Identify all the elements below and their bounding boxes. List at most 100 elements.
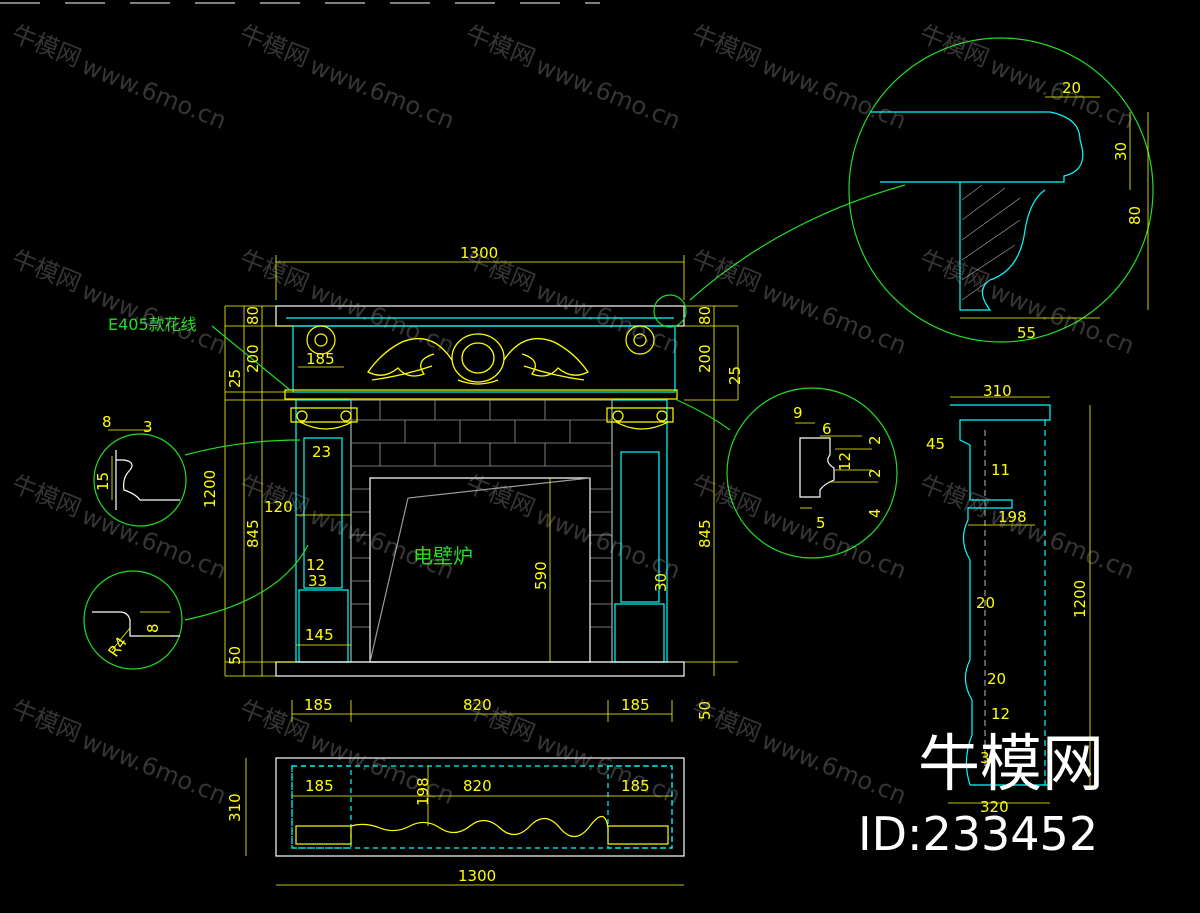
side-elevation xyxy=(950,404,1051,786)
watermark-layer: 牛模网 www.6mo.cn 牛模网 www.6mo.cn 牛模网 www.6m… xyxy=(8,20,1139,810)
plan-dim-center: 820 xyxy=(463,777,492,795)
dim-left-top: 80 xyxy=(244,306,262,325)
detail-mr-2a: 2 xyxy=(866,435,884,445)
dim-bottom-left: 185 xyxy=(304,696,333,714)
front-elevation xyxy=(275,305,685,677)
wm-brand-2: 牛模网 xyxy=(236,20,313,73)
dim-right-lower: 845 xyxy=(696,519,714,548)
dim-capital-23: 23 xyxy=(312,443,331,461)
detail-lb-r4: R4 xyxy=(105,634,131,661)
dim-left-band: 25 xyxy=(226,369,244,388)
right-rosette xyxy=(625,325,655,355)
left-capital xyxy=(290,407,358,430)
side-dim-45: 45 xyxy=(926,435,945,453)
plan-dim-width: 1300 xyxy=(458,867,496,885)
plan-dim-right: 185 xyxy=(621,777,650,795)
wm-brand-4: 牛模网 xyxy=(688,20,765,73)
detail-profile-left-top xyxy=(108,429,180,510)
detail-mr-6: 6 xyxy=(822,420,832,438)
dim-right-frieze: 200 xyxy=(696,344,714,373)
id-label: ID:233452 xyxy=(858,807,1098,861)
detail-mr-12: 12 xyxy=(836,452,854,471)
plan-dim-depth-inner: 198 xyxy=(414,777,432,806)
side-dim-20a: 20 xyxy=(976,594,995,612)
wm-url-11: www.6mo.cn xyxy=(78,502,231,585)
band-molding xyxy=(284,389,678,400)
detail-mr-2b: 2 xyxy=(866,468,884,478)
detail-lt-3: 3 xyxy=(143,418,153,436)
wm-brand-18: 牛模网 xyxy=(462,695,539,748)
dim-right-top: 80 xyxy=(696,306,714,325)
detail-mr-4: 4 xyxy=(866,508,884,518)
side-dim-11: 11 xyxy=(991,461,1010,479)
side-dim-198: 198 xyxy=(998,508,1027,526)
dim-right-30: 30 xyxy=(652,573,670,592)
hearth-base xyxy=(275,661,685,677)
side-profile xyxy=(950,404,1051,786)
detail-circle-mid-right xyxy=(726,387,898,559)
carved-ornament xyxy=(367,333,589,385)
wm-url-5: www.6mo.cn xyxy=(986,52,1139,135)
side-dim-20b: 20 xyxy=(987,670,1006,688)
detail-circle-top-right xyxy=(848,37,1154,343)
detail-tr-55: 55 xyxy=(1017,324,1036,342)
detail-tr-30: 30 xyxy=(1112,142,1130,161)
wm-brand-7: 牛模网 xyxy=(236,245,313,298)
firebox-opening xyxy=(369,477,591,663)
frieze xyxy=(292,325,676,393)
dim-left-lower: 845 xyxy=(244,519,262,548)
detail-lb-8: 8 xyxy=(144,623,162,633)
wm-brand-6: 牛模网 xyxy=(8,245,85,298)
wm-brand-3: 牛模网 xyxy=(462,20,539,73)
dim-pilaster-120: 120 xyxy=(264,498,293,516)
right-capital xyxy=(606,407,674,430)
dim-bottom-right: 185 xyxy=(621,696,650,714)
dim-column-145: 145 xyxy=(305,626,334,644)
wm-url-19: www.6mo.cn xyxy=(758,727,911,810)
wm-brand-16: 牛模网 xyxy=(8,695,85,748)
left-rosette xyxy=(306,325,336,355)
plan-view xyxy=(275,757,685,857)
detail-profile-left-bottom xyxy=(92,611,180,651)
side-dim-3: 3 xyxy=(980,749,990,767)
wm-url-1: www.6mo.cn xyxy=(78,52,231,135)
wm-url-15: www.6mo.cn xyxy=(986,502,1139,585)
wm-brand-17: 牛模网 xyxy=(236,695,313,748)
detail-mr-9: 9 xyxy=(793,404,803,422)
wm-brand-10: 牛模网 xyxy=(916,245,993,298)
dim-left-frieze: 200 xyxy=(244,344,262,373)
detail-profile-top-right xyxy=(870,111,1084,311)
wm-url-3: www.6mo.cn xyxy=(532,52,685,135)
side-dim-bottom-depth: 320 xyxy=(980,798,1009,816)
dim-detail-33: 33 xyxy=(308,572,327,590)
detail-tr-20: 20 xyxy=(1062,79,1081,97)
detail-lt-15: 15 xyxy=(94,472,112,491)
detail-tr-80: 80 xyxy=(1126,206,1144,225)
big-logo: 牛模网 xyxy=(918,727,1104,800)
wm-brand-19: 牛模网 xyxy=(688,695,765,748)
wm-url-14: www.6mo.cn xyxy=(758,502,911,585)
wm-url-17: www.6mo.cn xyxy=(306,727,459,810)
detail-circle-left-top xyxy=(93,433,187,527)
side-dim-top-depth: 310 xyxy=(983,382,1012,400)
side-dim-height: 1200 xyxy=(1071,580,1089,618)
wm-url-9: www.6mo.cn xyxy=(758,277,911,360)
wm-url-18: www.6mo.cn xyxy=(532,727,685,810)
dim-right-base: 50 xyxy=(696,701,714,720)
leader-lines xyxy=(83,37,1154,670)
front-dimension-lines xyxy=(224,255,739,722)
detail-circle-left-bottom xyxy=(83,570,183,670)
wm-brand-5: 牛模网 xyxy=(916,20,993,73)
wm-brand-1: 牛模网 xyxy=(8,20,85,73)
dim-left-total: 1200 xyxy=(201,470,219,508)
plan-outline xyxy=(275,757,685,857)
wm-brand-15: 牛模网 xyxy=(916,470,993,523)
center-label: 电壁炉 xyxy=(413,544,473,568)
plan-dim-depth: 310 xyxy=(226,793,244,822)
dim-bottom-center: 820 xyxy=(463,696,492,714)
detail-profile-mid-right xyxy=(795,422,878,509)
dim-detail-12: 12 xyxy=(306,556,325,574)
wm-url-13: www.6mo.cn xyxy=(532,502,685,585)
wm-url-4: www.6mo.cn xyxy=(758,52,911,135)
